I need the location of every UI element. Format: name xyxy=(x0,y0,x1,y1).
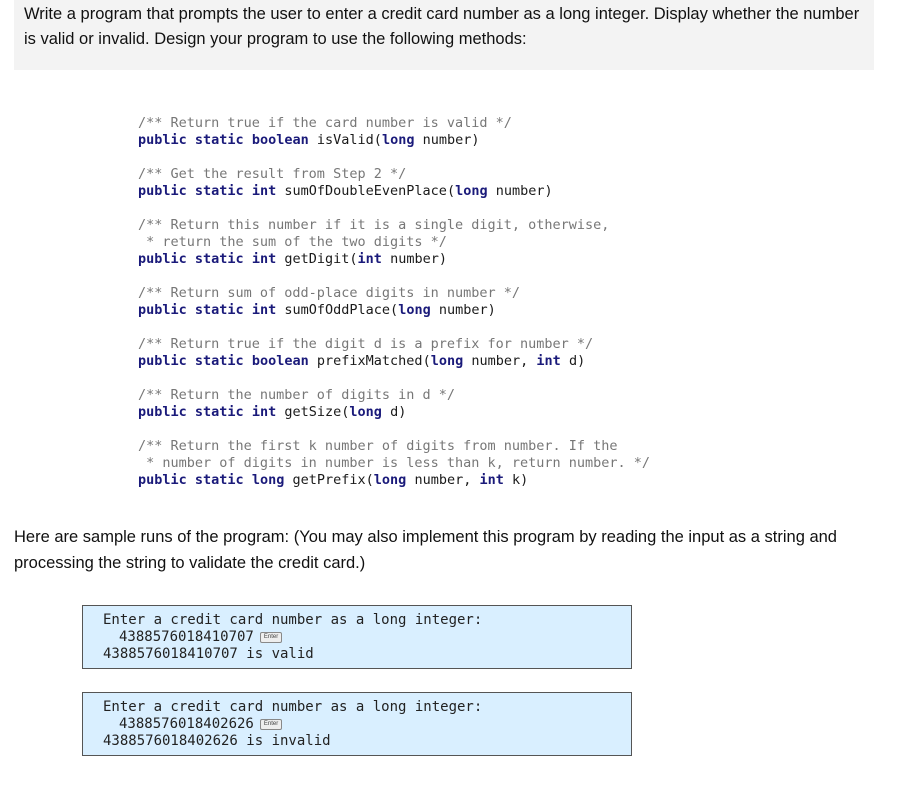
method-signatures: /** Return true if the card number is va… xyxy=(138,115,758,506)
method-comment: /** Return sum of odd-place digits in nu… xyxy=(138,285,521,301)
method-comment: /** Return true if the card number is va… xyxy=(138,115,512,131)
method-comment: /** Return the first k number of digits … xyxy=(138,438,618,454)
sample-runs-intro: Here are sample runs of the program: (Yo… xyxy=(14,528,837,572)
method-comment: * return the sum of the two digits */ xyxy=(138,234,447,250)
method-getprefix: /** Return the first k number of digits … xyxy=(138,438,758,489)
run-input-line: 4388576018410707 Enter xyxy=(103,629,631,646)
method-isvalid: /** Return true if the card number is va… xyxy=(138,115,758,149)
enter-key-icon: Enter xyxy=(259,718,283,730)
run-input: 4388576018410707 xyxy=(119,629,254,645)
method-signature: public static int sumOfDoubleEvenPlace(l… xyxy=(138,183,553,199)
sample-run-valid: Enter a credit card number as a long int… xyxy=(82,605,632,669)
method-comment: /** Get the result from Step 2 */ xyxy=(138,166,407,182)
problem-statement: Write a program that prompts the user to… xyxy=(24,5,860,48)
run-output: 4388576018402626 is invalid xyxy=(103,733,331,749)
run-input-line: 4388576018402626 Enter xyxy=(103,716,631,733)
method-signature: public static int getDigit(int number) xyxy=(138,251,447,267)
run-prompt: Enter a credit card number as a long int… xyxy=(103,612,483,628)
method-comment: * number of digits in number is less tha… xyxy=(138,455,651,471)
method-comment: /** Return this number if it is a single… xyxy=(138,217,610,233)
method-sumofdoubleevenplace: /** Get the result from Step 2 */ public… xyxy=(138,166,758,200)
method-prefixmatched: /** Return true if the digit d is a pref… xyxy=(138,336,758,370)
run-input: 4388576018402626 xyxy=(119,716,254,732)
method-getsize: /** Return the number of digits in d */ … xyxy=(138,387,758,421)
run-output: 4388576018410707 is valid xyxy=(103,646,314,662)
method-comment: /** Return the number of digits in d */ xyxy=(138,387,455,403)
method-sumofoddplace: /** Return sum of odd-place digits in nu… xyxy=(138,285,758,319)
method-signature: public static boolean isValid(long numbe… xyxy=(138,132,480,148)
problem-statement-box xyxy=(14,0,874,70)
method-signature: public static long getPrefix(long number… xyxy=(138,472,529,488)
sample-run-invalid: Enter a credit card number as a long int… xyxy=(82,692,632,756)
method-comment: /** Return true if the digit d is a pref… xyxy=(138,336,594,352)
method-getdigit: /** Return this number if it is a single… xyxy=(138,217,758,268)
method-signature: public static int getSize(long d) xyxy=(138,404,407,420)
method-signature: public static int sumOfOddPlace(long num… xyxy=(138,302,496,318)
enter-key-icon: Enter xyxy=(259,631,283,643)
method-signature: public static boolean prefixMatched(long… xyxy=(138,353,586,369)
run-prompt: Enter a credit card number as a long int… xyxy=(103,699,483,715)
